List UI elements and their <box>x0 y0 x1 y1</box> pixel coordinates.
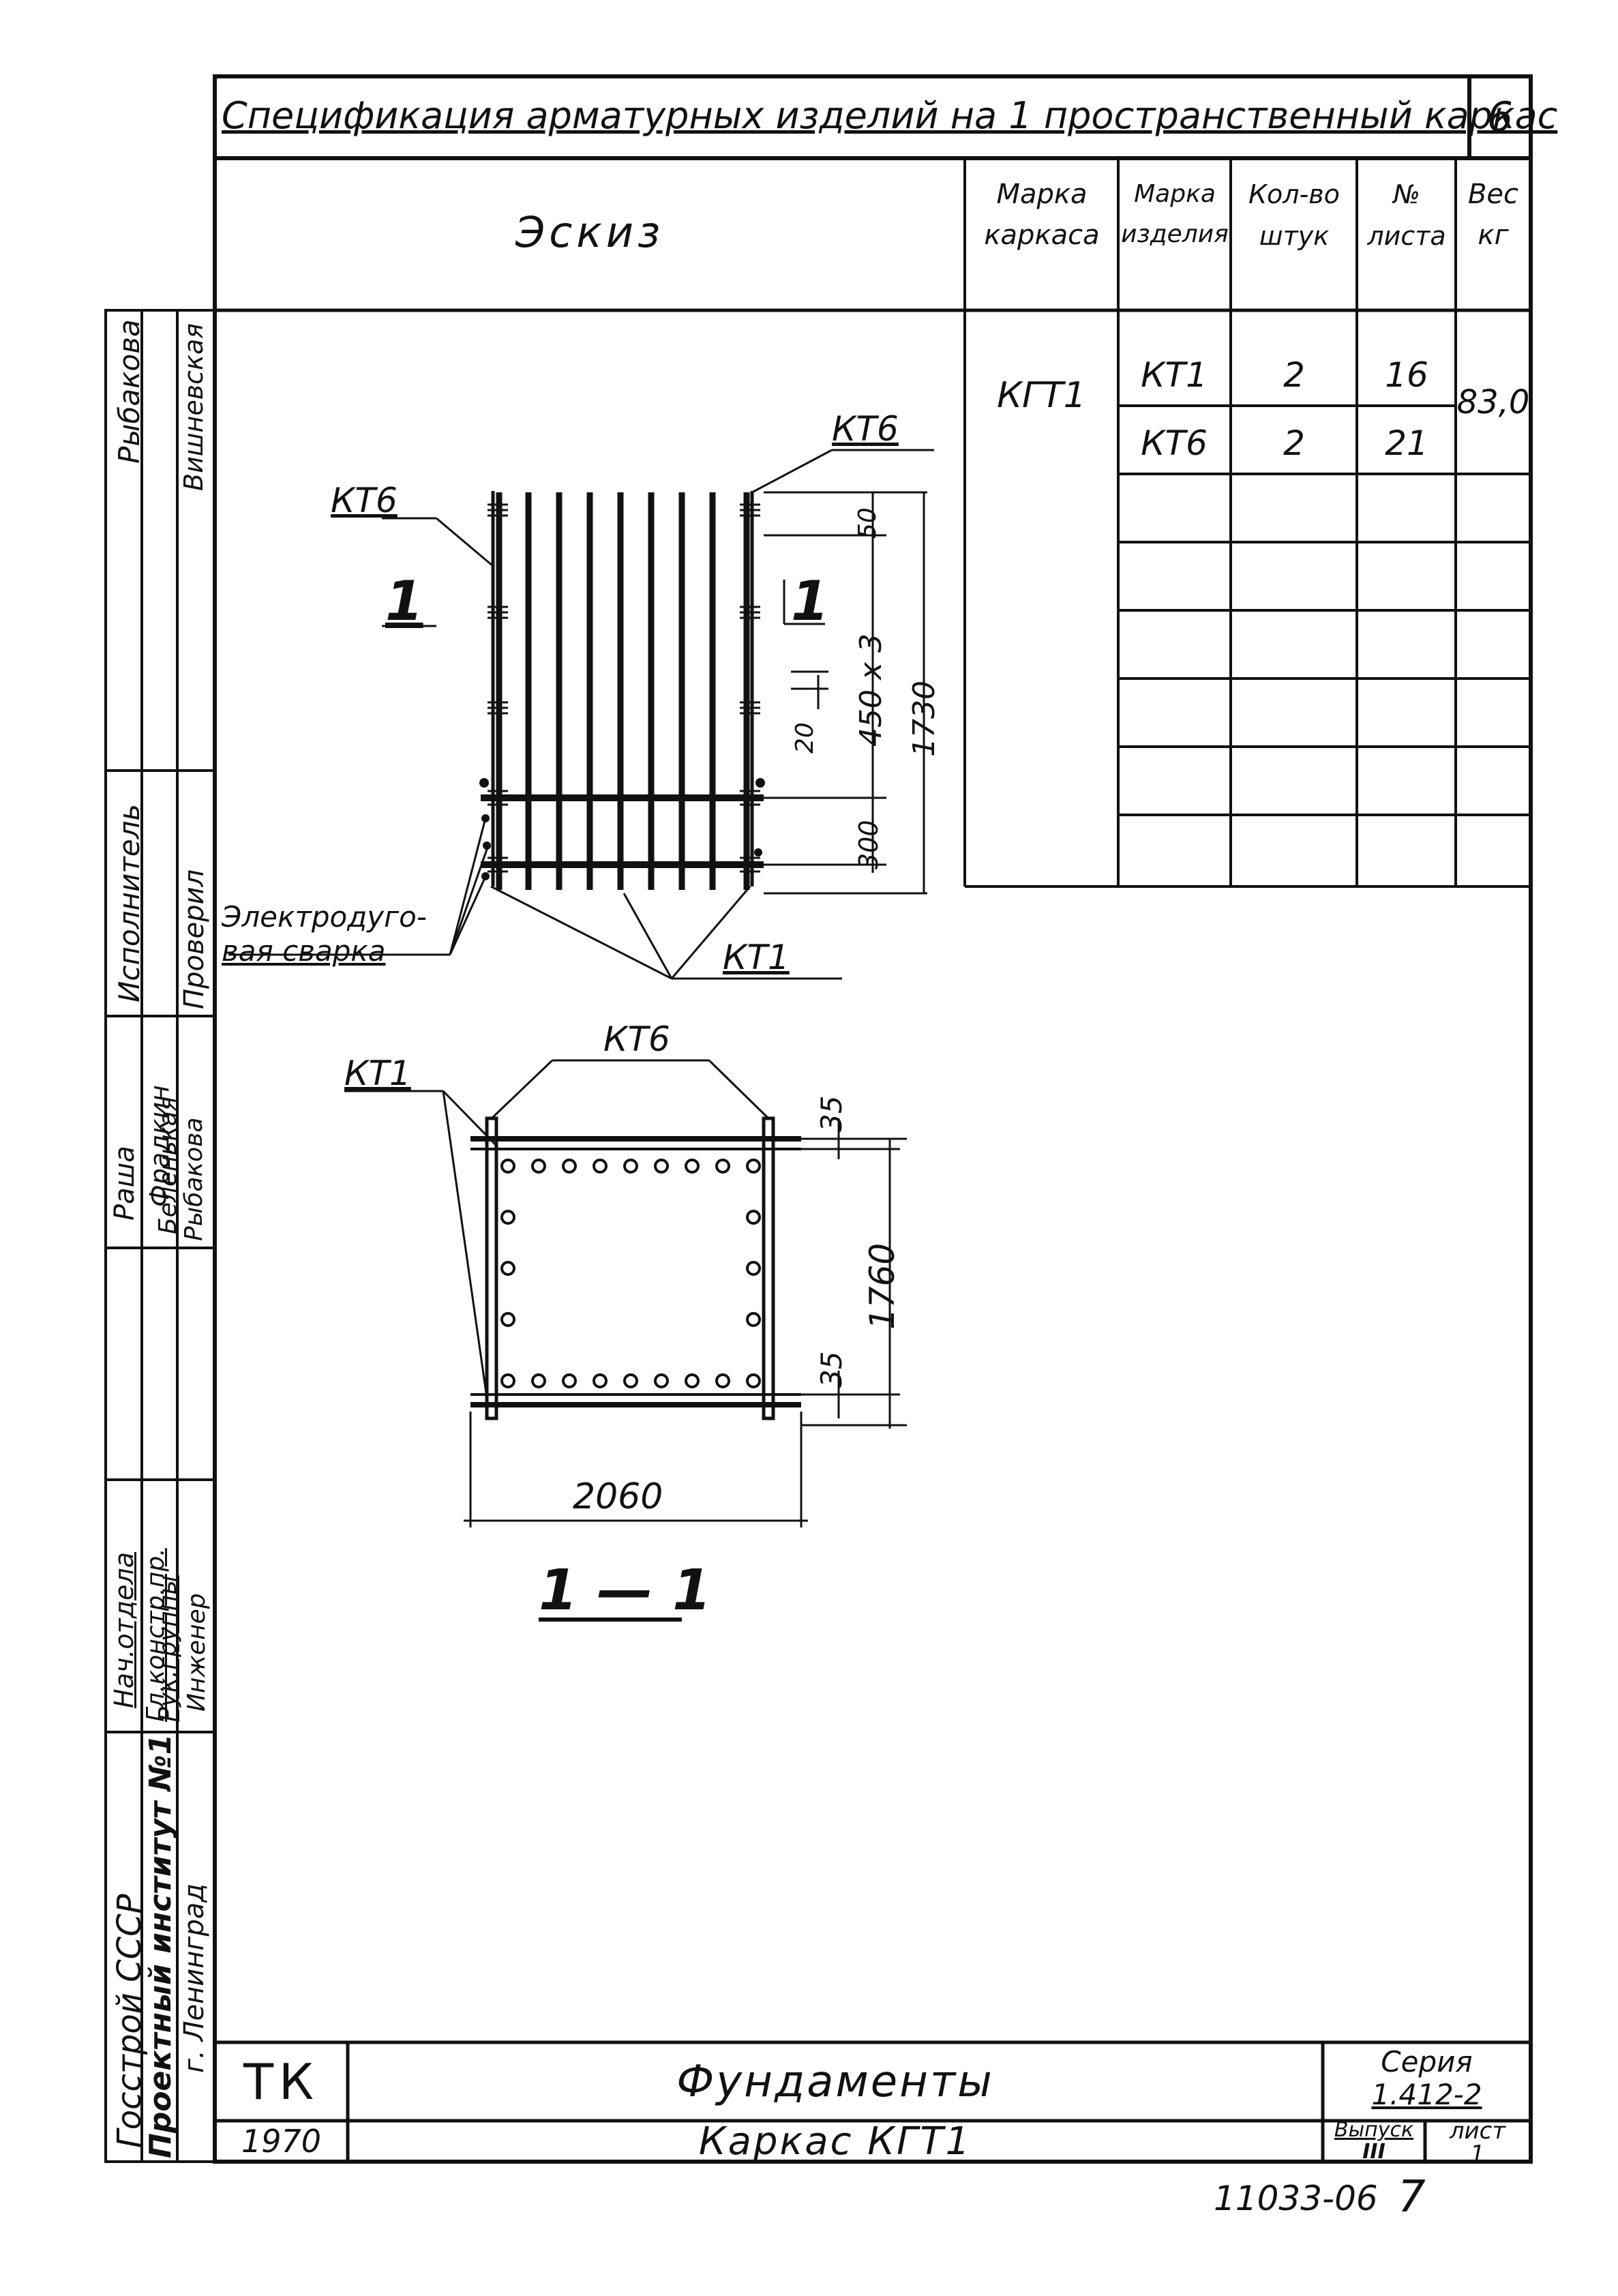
table-row-2-qty: 2 <box>1283 423 1305 463</box>
series-value: 1.412-2 <box>1371 2078 1482 2112</box>
stamp-name-belenkaya: Беленькая <box>154 1096 182 1234</box>
sheet-title-page-number: 6 <box>1486 93 1514 141</box>
section-view <box>344 1059 907 1622</box>
sheet-title: Спецификация арматурных изделий на 1 про… <box>222 94 1558 137</box>
dim-35-bottom: 35 <box>815 1351 848 1388</box>
stamp-title: Фундаменты <box>676 2056 994 2107</box>
stamp-org-city: г. Ленинград <box>179 1883 210 2073</box>
dim-20: 20 <box>791 722 819 754</box>
weld-label-line1: Электродуго- <box>222 900 428 934</box>
table-row-2-item: КТ6 <box>1141 423 1208 463</box>
dim-1760: 1760 <box>863 1242 902 1330</box>
table-row-1-sheet: 16 <box>1385 355 1428 395</box>
stamp-role-performer: Исполнитель <box>113 803 146 1002</box>
series-label: Серия <box>1381 2045 1473 2078</box>
issue-label: Выпуск <box>1334 2118 1414 2142</box>
elevation-label-kt6-left: КТ6 <box>331 481 398 520</box>
bottom-stamp-frame <box>215 2040 1531 2162</box>
elevation-label-kt6-right: КТ6 <box>832 409 899 449</box>
frame-mark-value: КГТ1 <box>997 375 1086 416</box>
sheet-label: лист <box>1449 2117 1506 2145</box>
sheet-value: 1 <box>1470 2141 1485 2168</box>
side-stamp-frame <box>104 309 216 2163</box>
dim-450x3: 450 x 3 <box>854 633 888 747</box>
issue-value: III <box>1362 2139 1385 2164</box>
dim-1730: 1730 <box>907 681 942 757</box>
stamp-role-checked: Проверил <box>179 869 210 1009</box>
weight-value: 83,0 <box>1456 383 1530 421</box>
stamp-series: Серия 1.412-2 <box>1326 2045 1527 2112</box>
stamp-name-vishnevskaya: Вишневская <box>179 323 209 491</box>
stamp-role-engineer: Инженер <box>183 1593 211 1712</box>
stamp-role-group-lead: Рук.группы <box>154 1575 182 1722</box>
stamp-issue: Выпуск III <box>1324 2119 1424 2162</box>
dim-50: 50 <box>854 507 882 539</box>
stamp-code: ТК <box>243 2053 320 2111</box>
table-row-2-sheet: 21 <box>1385 423 1428 463</box>
footer-doc-code: 11033-06 <box>1214 2179 1378 2218</box>
section-label-kt6: КТ6 <box>603 1019 670 1059</box>
dim-2060: 2060 <box>573 1476 663 1517</box>
stamp-name-rybakova-1: Рыбакова <box>113 319 146 464</box>
stamp-name-rybakova-2: Рыбакова <box>180 1117 208 1241</box>
section-title: 1 — 1 <box>539 1558 712 1623</box>
stamp-sheet: лист 1 <box>1426 2119 1529 2166</box>
stamp-role-dept-head: Нач.отдела <box>109 1551 139 1708</box>
dim-35-top: 35 <box>815 1095 848 1132</box>
stamp-year: 1970 <box>241 2123 322 2160</box>
table-row-1-item: КТ1 <box>1141 355 1208 395</box>
footer-page-number: 7 <box>1398 2172 1426 2222</box>
stamp-subtitle: Каркас КГТ1 <box>698 2119 972 2164</box>
stamp-org-institute: Проектный институт №1 <box>143 1733 178 2158</box>
stamp-name-rasha: Раша <box>109 1146 140 1221</box>
section-mark-left: 1 <box>385 569 423 633</box>
sketch-header: Эскиз <box>515 207 665 257</box>
weld-label-line2: вая сварка <box>222 934 386 968</box>
section-label-kt1: КТ1 <box>344 1054 411 1093</box>
elevation-label-kt1: КТ1 <box>723 938 790 977</box>
dim-300: 300 <box>854 820 884 869</box>
table-row-1-qty: 2 <box>1283 355 1305 395</box>
elevation-view <box>228 449 934 980</box>
spec-table-grid <box>215 158 1531 888</box>
section-mark-right: 1 <box>791 569 829 633</box>
